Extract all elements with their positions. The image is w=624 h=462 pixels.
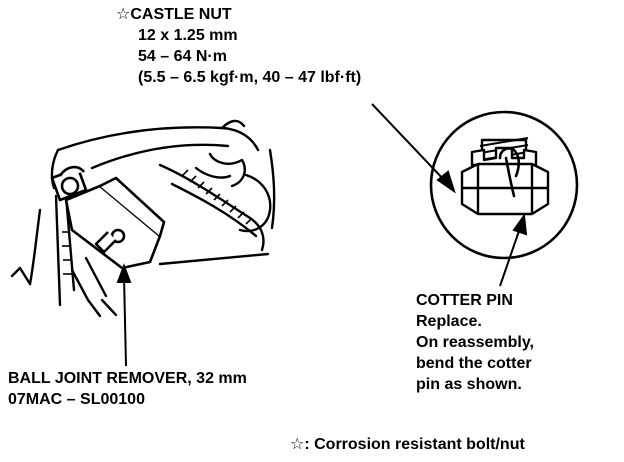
castle-nut-detail — [429, 110, 579, 260]
castle-nut-title: ☆CASTLE NUT — [116, 4, 361, 25]
cotter-pin-note-3: bend the cotter — [416, 355, 532, 372]
cotter-pin-note-2: On reassembly, — [416, 334, 534, 351]
ball-joint-remover-tool — [50, 165, 166, 270]
cotter-pin-title: COTTER PIN — [416, 292, 513, 309]
castle-nut-name: CASTLE NUT — [130, 6, 232, 23]
cotter-pin-label: COTTER PIN Replace. On reassembly, bend … — [416, 290, 534, 395]
cotter-pin-note-1: Replace. — [416, 313, 482, 330]
castle-nut-torque-nm: 54 – 64 N·m — [138, 48, 227, 65]
tool-name: BALL JOINT REMOVER, 32 mm — [8, 370, 247, 387]
tool-label: BALL JOINT REMOVER, 32 mm 07MAC – SL0010… — [8, 368, 247, 410]
footnote-text: Corrosion resistant bolt/nut — [314, 436, 525, 453]
steering-knuckle-arm — [10, 119, 276, 318]
castle-nut-torque-alt: (5.5 – 6.5 kgf·m, 40 – 47 lbf·ft) — [138, 69, 362, 86]
footnote: ☆: Corrosion resistant bolt/nut — [290, 434, 525, 455]
cotter-pin-note-4: pin as shown. — [416, 376, 522, 393]
footnote-star-icon: ☆: — [290, 436, 310, 453]
star-icon: ☆ — [116, 6, 131, 23]
arm-hatching — [62, 169, 253, 275]
leader-lines — [116, 103, 528, 367]
tool-part-number: 07MAC – SL00100 — [8, 391, 145, 408]
castle-nut-size: 12 x 1.25 mm — [138, 27, 238, 44]
castle-nut-label: ☆CASTLE NUT 12 x 1.25 mm 54 – 64 N·m (5.… — [116, 4, 361, 88]
